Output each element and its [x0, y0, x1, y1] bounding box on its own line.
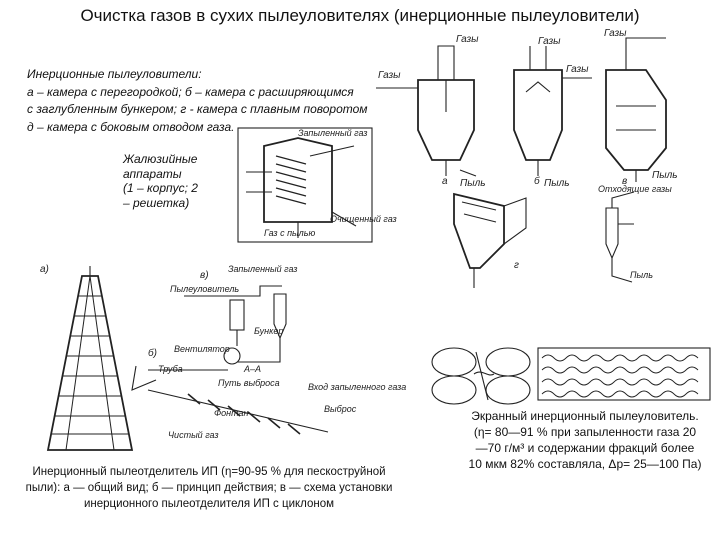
- side-cyclone: Отходящие газы Пыль: [598, 184, 672, 283]
- chamber-b: Газы Газы Пыль б: [513, 36, 592, 189]
- louver-label: Очищенный газ: [330, 214, 397, 224]
- gas-in-label: Газы: [604, 28, 627, 39]
- side-label: Пыль: [630, 270, 653, 280]
- chamber-g-figure: г Отходящие газы Пыль: [453, 184, 672, 288]
- chamber-separators-figure: Газы Газы Пыль а Газы Газы Пыль б Газы П…: [376, 28, 678, 189]
- intro-line: д – камера с боковым отводом газа.: [27, 119, 235, 134]
- intro-line: а – камера с перегородкой; б – камера с …: [27, 84, 354, 99]
- variant-label: в: [622, 176, 627, 187]
- gas-out-label: Газы: [538, 36, 561, 47]
- louver-caption: Жалюзийные аппараты (1 – корпус; 2 – реш…: [123, 152, 198, 210]
- ip-label: Вентилятор: [174, 344, 230, 354]
- variant-label: г: [514, 260, 519, 271]
- ip-label: Выброс: [324, 404, 357, 414]
- ip-label: Вход запыленного газа: [308, 382, 406, 392]
- chamber-a: Газы Газы Пыль а: [376, 34, 486, 189]
- ip-label: Бункер: [254, 326, 283, 336]
- intro-line: с заглубленным бункером; г - камера с пл…: [27, 102, 368, 116]
- intro-text: Инерционные пылеуловители: а – камера с …: [27, 66, 372, 136]
- chamber-v: Газы Пыль в: [604, 28, 678, 187]
- ip-label: Путь выброса: [218, 378, 280, 388]
- variant-label: в): [200, 270, 209, 281]
- page-title: Очистка газов в сухих пылеуловителях (ин…: [80, 6, 640, 25]
- ip-label: Чистый газ: [168, 430, 219, 440]
- side-label: Отходящие газы: [598, 184, 672, 194]
- variant-label: а): [40, 264, 49, 275]
- ip-separator-installation: в) Запыленный газ Пылеуловитель Бункер В…: [170, 264, 297, 374]
- screen-separator-figure: [431, 347, 711, 405]
- ip-label: Фонтан: [214, 408, 249, 418]
- ip-label: Запыленный газ: [228, 264, 297, 274]
- dust-label: Пыль: [652, 170, 678, 181]
- ip-separator-general-view: а): [40, 264, 134, 451]
- screen-separator-caption: Экранный инерционный пылеуловитель. (η= …: [468, 409, 702, 471]
- variant-label: б: [534, 175, 540, 187]
- ip-separator-caption: Инерционный пылеотделитель ИП (η=90-95 %…: [25, 466, 393, 510]
- ip-separator-principle: б) Труба Путь выброса Фонтан Чистый газ …: [131, 347, 406, 440]
- ip-label: А–А: [243, 364, 261, 374]
- gas-out-label: Газы: [456, 34, 479, 45]
- gas-in-label: Газы: [566, 64, 589, 75]
- variant-label: а: [442, 176, 448, 187]
- louver-label: Запыленный газ: [298, 128, 367, 138]
- dust-label: Пыль: [544, 178, 570, 189]
- louver-label: Газ с пылью: [264, 228, 315, 238]
- intro-line: Инерционные пылеуловители:: [27, 67, 202, 81]
- dust-label: Пыль: [460, 178, 486, 189]
- gas-in-label: Газы: [378, 70, 401, 81]
- ip-label: Пылеуловитель: [170, 284, 239, 294]
- variant-label: б): [148, 347, 157, 359]
- louver-apparatus-figure: Запыленный газ Очищенный газ Газ с пылью: [237, 127, 397, 243]
- ip-label: Труба: [158, 364, 183, 374]
